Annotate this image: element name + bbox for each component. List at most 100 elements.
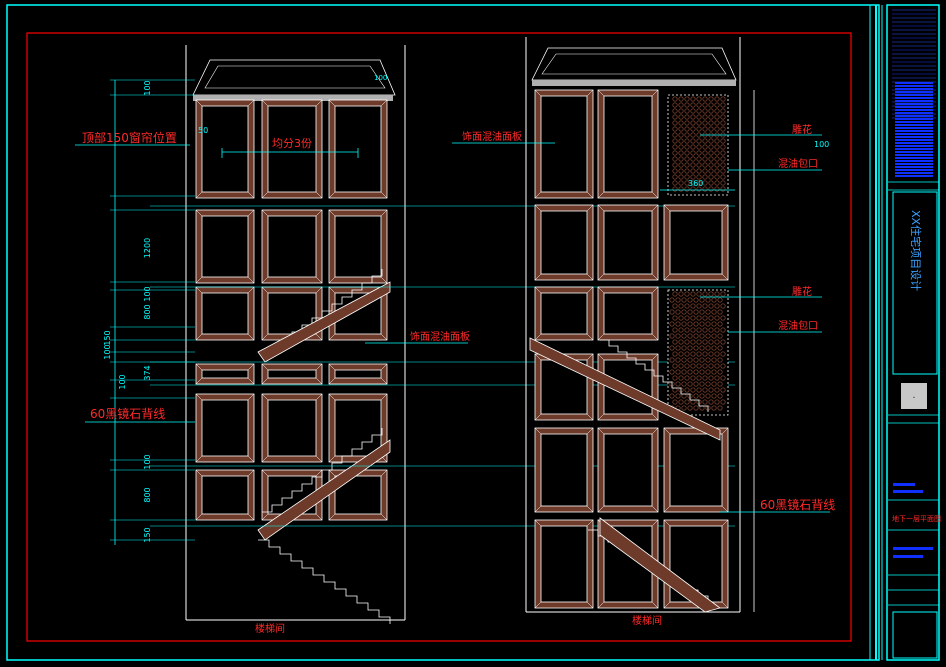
tb-text-block xyxy=(895,127,933,129)
carving-dot xyxy=(672,174,678,180)
carving-dot xyxy=(690,180,696,186)
tb-text-block xyxy=(895,91,933,93)
carving-dot xyxy=(669,393,675,399)
carving-dot xyxy=(705,333,711,339)
carving-dot xyxy=(672,291,678,297)
panel-inset xyxy=(540,95,588,193)
tb-text-block xyxy=(895,133,933,135)
carving-dot xyxy=(678,375,684,381)
carving-dot xyxy=(684,138,690,144)
carving-dot xyxy=(699,393,705,399)
carving-dot xyxy=(720,156,726,162)
title-block: XX住宅项目设计 · 地下一层平面图 xyxy=(881,4,941,661)
panel-inset xyxy=(540,210,588,275)
panel-inset xyxy=(540,433,588,507)
carving-dot xyxy=(672,102,678,108)
panel xyxy=(328,363,388,385)
tb-text-block xyxy=(895,106,933,108)
panel xyxy=(261,363,323,385)
stair-steps xyxy=(258,539,391,624)
carving-dot xyxy=(678,120,684,126)
carving-dot xyxy=(696,315,702,321)
bevel xyxy=(597,273,605,281)
bevel xyxy=(315,276,323,284)
panel xyxy=(195,363,255,385)
carving-dot xyxy=(696,387,702,393)
carving-dot xyxy=(693,381,699,387)
panel xyxy=(534,519,594,609)
carving-dot xyxy=(681,381,687,387)
carving-dot xyxy=(690,375,696,381)
carving-dot xyxy=(705,381,711,387)
carving-dot xyxy=(720,96,726,102)
carving-dot xyxy=(708,363,714,369)
carving-dot xyxy=(687,333,693,339)
carving-dot xyxy=(672,327,678,333)
bevel xyxy=(380,333,388,341)
carving-dot xyxy=(708,138,714,144)
carving-dot xyxy=(720,291,726,297)
carving-dot xyxy=(678,156,684,162)
label-mix-1: 混油包口 xyxy=(778,157,818,170)
panel-inset xyxy=(201,369,249,379)
carving-dot xyxy=(687,381,693,387)
carving-dot xyxy=(696,108,702,114)
dim-value: 800 xyxy=(143,304,152,319)
carving-dot xyxy=(708,96,714,102)
panel xyxy=(195,209,255,284)
carving-dot xyxy=(681,333,687,339)
carving-dot xyxy=(678,150,684,156)
carving-dot xyxy=(702,114,708,120)
carving-dot xyxy=(711,369,717,375)
tb-text-block xyxy=(895,100,933,102)
bevel xyxy=(534,286,542,294)
carving-dot xyxy=(690,387,696,393)
bevel xyxy=(534,601,542,609)
bevel xyxy=(261,455,269,463)
carving-dot xyxy=(705,369,711,375)
carving-dot xyxy=(684,102,690,108)
bevel xyxy=(315,209,323,217)
panel xyxy=(261,209,323,284)
bevel xyxy=(195,513,203,521)
tb-text-block xyxy=(895,163,933,165)
carving-dot xyxy=(720,327,726,333)
carving-dot xyxy=(717,369,723,375)
carving-dot xyxy=(702,96,708,102)
carving-dot xyxy=(687,405,693,411)
carving-dot xyxy=(669,321,675,327)
bevel xyxy=(534,427,542,435)
carving-dot xyxy=(708,315,714,321)
tb-text-block xyxy=(895,172,933,174)
carving-dot xyxy=(696,138,702,144)
carving-dot xyxy=(708,168,714,174)
carving-dot xyxy=(720,186,726,192)
carving-dot xyxy=(714,168,720,174)
bevel xyxy=(328,286,336,294)
carving-dot xyxy=(720,150,726,156)
bevel xyxy=(586,204,594,212)
carving-dot xyxy=(678,303,684,309)
carving-dot xyxy=(684,351,690,357)
carving-dot xyxy=(693,321,699,327)
panel xyxy=(597,427,659,513)
bevel xyxy=(261,393,269,401)
carving-dot xyxy=(720,120,726,126)
carving-dot xyxy=(678,180,684,186)
bevel xyxy=(195,377,203,385)
carving-dot xyxy=(684,108,690,114)
carving-dot xyxy=(675,381,681,387)
tb-text-block xyxy=(893,555,923,558)
tb-text-block xyxy=(895,169,933,171)
carving-dot xyxy=(717,297,723,303)
tb-text-block xyxy=(895,151,933,153)
carving-dot xyxy=(672,138,678,144)
panel-inset xyxy=(669,210,723,275)
dim-value: 800 xyxy=(143,487,152,502)
carving-dot xyxy=(702,339,708,345)
carving-dot xyxy=(669,309,675,315)
carving-dot xyxy=(708,375,714,381)
carving-dot xyxy=(696,168,702,174)
